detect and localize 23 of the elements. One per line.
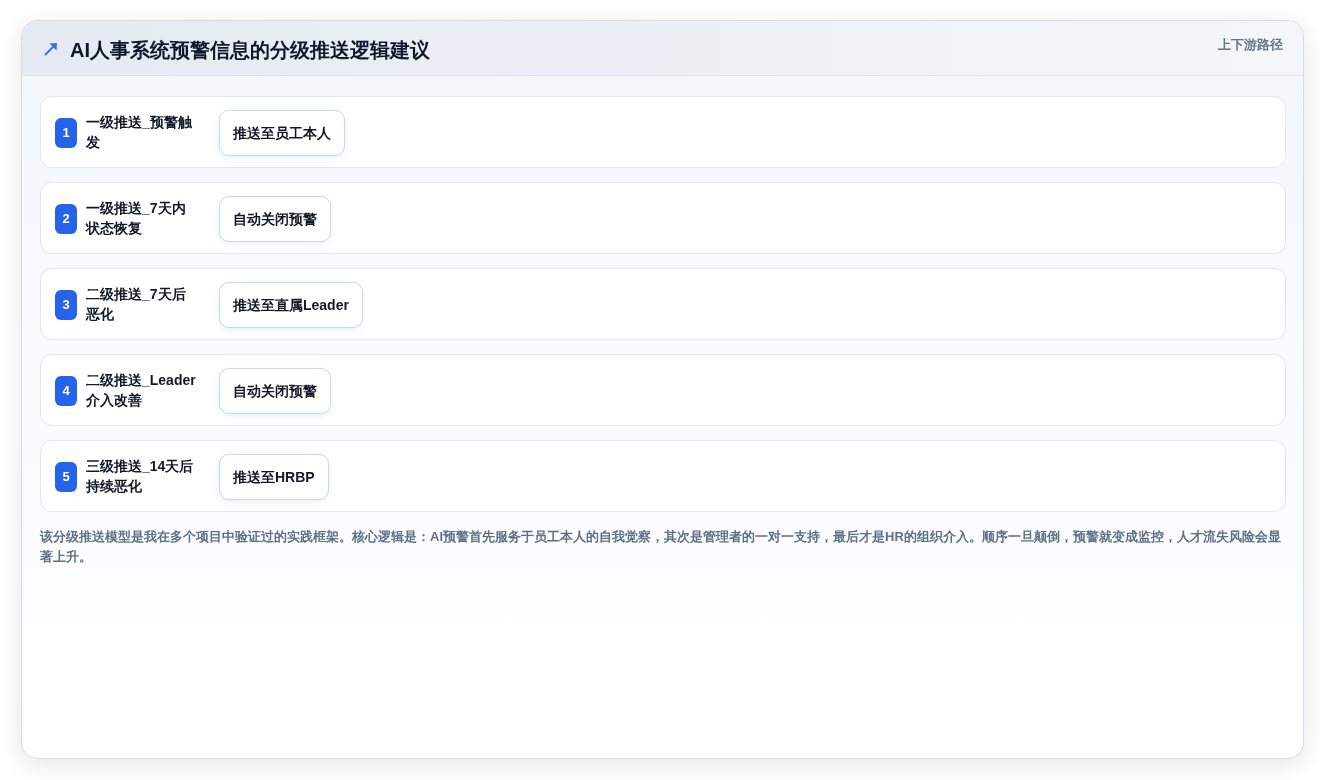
step-label: 二级推送_7天后恶化 (86, 285, 187, 324)
step-number: 4 (55, 376, 77, 406)
step-row (40, 182, 1286, 254)
step-row (40, 440, 1286, 512)
action-tag: 自动关闭预警 (219, 196, 331, 242)
step-label: 一级推送_预警触发 (86, 113, 193, 152)
step-number: 3 (55, 290, 77, 320)
header-link-text: 上下游路径 (1218, 37, 1283, 53)
action-tag: 自动关闭预警 (219, 368, 331, 414)
step-number: 1 (55, 118, 77, 148)
step-number: 2 (55, 204, 77, 234)
step-label: 一级推送_7天内状态恢复 (86, 199, 187, 238)
step-number: 5 (55, 462, 77, 492)
caption-text: 该分级推送模型是我在多个项目中验证过的实践框架。核心逻辑是：AI预警首先服务于员工本人的自我觉察，其次是管理者的一对一支持，最后才是HR的组织介入。顺序一旦颠倒，预警就变成监控，人才流失风险会显著上升。 (40, 528, 1282, 566)
action-tag: 推送至直属Leader (219, 282, 363, 328)
title: AI人事系统预警信息的分级推送逻辑建议 (70, 38, 430, 63)
action-tag: 推送至HRBP (219, 454, 329, 500)
step-label: 二级推送_Leader介入改善 (86, 371, 197, 410)
action-tag: 推送至员工本人 (219, 110, 345, 156)
step-row (40, 268, 1286, 340)
step-row (40, 96, 1286, 168)
step-row (40, 354, 1286, 426)
step-label: 三级推送_14天后持续恶化 (86, 457, 195, 496)
